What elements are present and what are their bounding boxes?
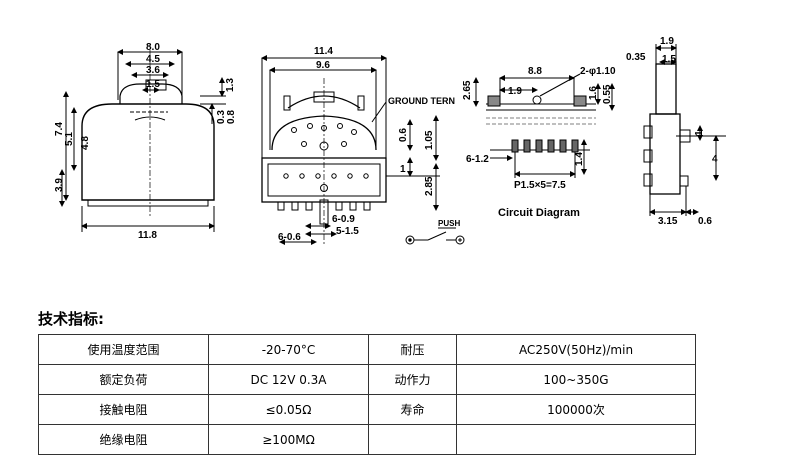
dim-front-0-8: 0.8 xyxy=(226,110,237,124)
push-label: PUSH xyxy=(438,219,460,228)
spec-empty-cell xyxy=(456,424,696,455)
dim-front-7-4: 7.4 xyxy=(54,122,65,136)
spec-row: 使用温度范围 -20-70°C 耐压 AC250V(50Hz)/min xyxy=(38,334,696,365)
spec-label-life: 寿命 xyxy=(368,394,457,425)
dim-top-11-4: 11.4 xyxy=(314,46,333,57)
dim-front-3-6: 3.6 xyxy=(146,65,160,76)
dim-top-6-0-9: 6-0.9 xyxy=(332,214,355,225)
ground-tern-label: GROUND TERN xyxy=(388,96,455,106)
dim-side-1: 1 xyxy=(694,130,705,136)
dim-side-3-15: 3.15 xyxy=(658,216,678,227)
side-view xyxy=(643,44,726,216)
dim-front-0-3: 0.3 xyxy=(216,110,227,124)
dim-top-1: 1 xyxy=(400,164,406,175)
spec-table: 使用温度范围 -20-70°C 耐压 AC250V(50Hz)/min 额定负荷… xyxy=(38,334,696,455)
spec-label-voltage: 耐压 xyxy=(368,334,457,365)
dim-side-4: 4 xyxy=(712,154,718,165)
spec-label-load: 额定负荷 xyxy=(38,364,209,395)
dim-front-4-8: 4.8 xyxy=(80,136,91,150)
spec-label-temp: 使用温度范围 xyxy=(38,334,209,365)
dim-front-11-8: 11.8 xyxy=(138,230,157,241)
spec-value-life: 100000次 xyxy=(456,394,696,425)
dim-top-6-0-6: 6-0.6 xyxy=(278,232,301,243)
pcb-layout xyxy=(473,73,615,178)
spec-heading: 技术指标: xyxy=(38,310,104,328)
circuit-symbol xyxy=(405,227,465,245)
spec-label-force: 动作力 xyxy=(368,364,457,395)
spec-row: 绝缘电阻 ≥100MΩ xyxy=(38,424,696,455)
spec-label-contact: 接触电阻 xyxy=(38,394,209,425)
dim-side-0-35: 0.35 xyxy=(626,52,646,63)
dim-pcb-6-1-2: 6-1.2 xyxy=(466,154,489,165)
dim-side-1-5: 1.5 xyxy=(662,54,676,65)
dim-side-1-9: 1.9 xyxy=(660,36,674,47)
front-view xyxy=(59,49,226,232)
dim-front-1-5: 1.5 xyxy=(146,79,160,90)
spec-label-insulation: 绝缘电阻 xyxy=(38,424,209,455)
dim-front-4-5: 4.5 xyxy=(146,54,160,65)
spec-value-insulation: ≥100MΩ xyxy=(208,424,369,455)
spec-value-load: DC 12V 0.3A xyxy=(208,364,369,395)
dim-front-8-0: 8.0 xyxy=(146,42,160,53)
spec-value-contact: ≤0.05Ω xyxy=(208,394,369,425)
dim-pcb-8-8: 8.8 xyxy=(528,66,542,77)
dim-pcb-1-4: 1.4 xyxy=(574,152,585,166)
technical-drawing: 8.0 4.5 3.6 1.5 1.3 0.3 0.8 7.4 5.1 4.8 … xyxy=(54,36,726,246)
spec-value-force: 100~350G xyxy=(456,364,696,395)
dim-top-2-85: 2.85 xyxy=(424,176,435,196)
spec-empty-cell xyxy=(368,424,457,455)
dim-pcb-pitch: P1.5×5=7.5 xyxy=(514,180,566,191)
dim-front-3-9: 3.9 xyxy=(54,178,65,192)
spec-row: 接触电阻 ≤0.05Ω 寿命 100000次 xyxy=(38,394,696,425)
dim-pcb-hole: 2-φ1.10 xyxy=(580,66,616,77)
dim-top-0-6: 0.6 xyxy=(398,128,409,142)
dim-front-1-3: 1.3 xyxy=(225,78,236,92)
dim-pcb-0-55: 0.55 xyxy=(602,84,613,104)
dim-pcb-1-6: 1.6 xyxy=(588,86,599,100)
spec-row: 额定负荷 DC 12V 0.3A 动作力 100~350G xyxy=(38,364,696,395)
spec-value-temp: -20-70°C xyxy=(208,334,369,365)
dim-top-1-05: 1.05 xyxy=(424,130,435,150)
dim-top-9-6: 9.6 xyxy=(316,60,330,71)
dim-pcb-2-65: 2.65 xyxy=(462,80,473,100)
spec-value-voltage: AC250V(50Hz)/min xyxy=(456,334,696,365)
top-view xyxy=(261,55,440,246)
dim-top-5-1-5: 5-1.5 xyxy=(336,226,359,237)
dim-side-0-6: 0.6 xyxy=(698,216,712,227)
dim-front-5-1: 5.1 xyxy=(64,132,75,146)
dim-pcb-1-9: 1.9 xyxy=(508,86,522,97)
circuit-diagram-title: Circuit Diagram xyxy=(498,207,580,219)
